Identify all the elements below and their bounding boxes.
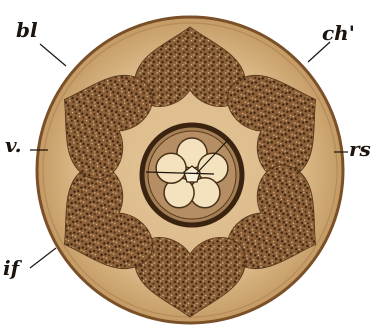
label-if: if [3,258,19,278]
label-v: v. [5,135,22,155]
label-rs: rs [349,139,371,159]
label-ch: ch' [322,23,355,43]
leader-ch [308,42,330,62]
central-core [142,125,242,225]
leader-if [30,248,56,268]
core-petal-5 [156,153,186,183]
label-bl: bl [16,20,38,40]
leader-bl [40,44,66,66]
